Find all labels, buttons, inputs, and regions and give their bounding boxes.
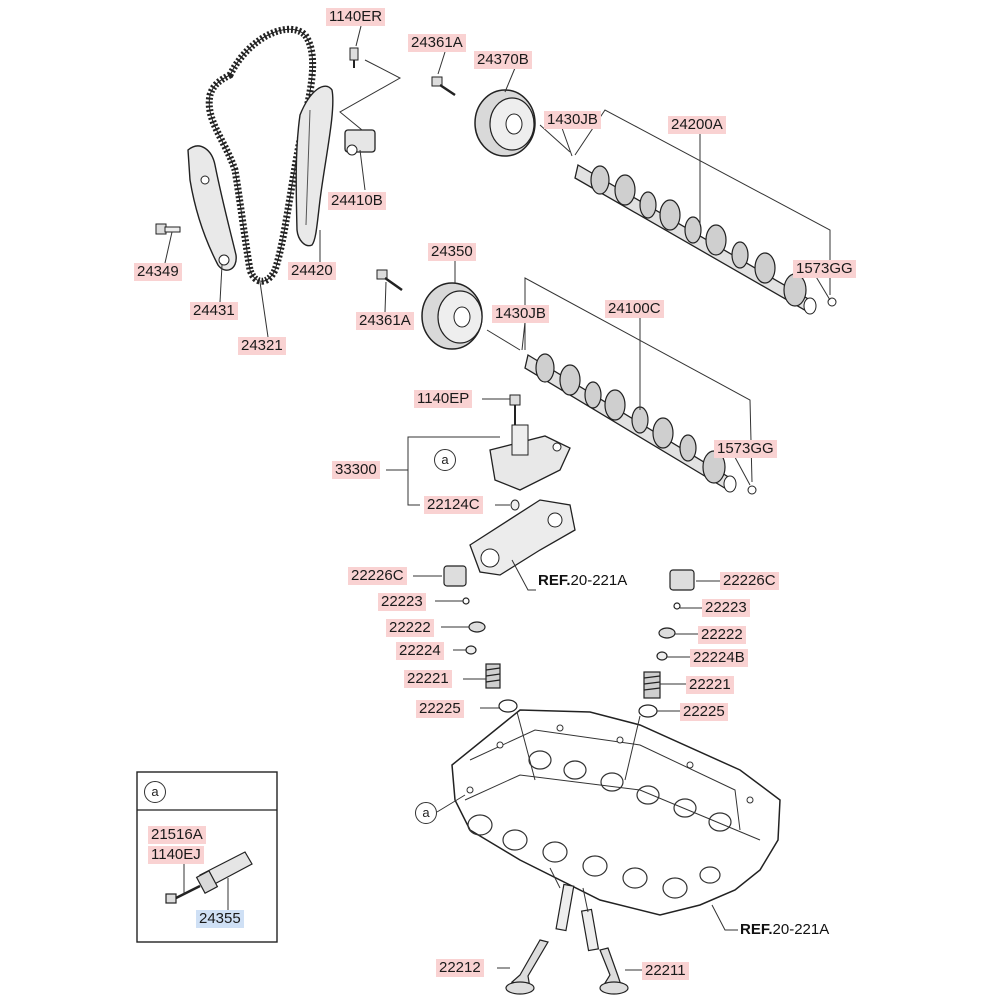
label-22226C-right[interactable]: 22226C xyxy=(720,572,779,590)
label-24370B[interactable]: 24370B xyxy=(474,51,532,69)
chain-guide xyxy=(295,85,334,247)
label-24431[interactable]: 24431 xyxy=(190,302,238,320)
label-22222-right[interactable]: 22222 xyxy=(698,626,746,644)
cam-bearing-cap xyxy=(469,499,576,576)
ref-leader-bottom xyxy=(711,904,738,931)
ref-bottom-prefix: REF. xyxy=(740,921,773,938)
label-24321[interactable]: 24321 xyxy=(238,337,286,355)
ref-bottom-number: 20-221A xyxy=(772,921,830,938)
label-1573GG-top[interactable]: 1573GG xyxy=(793,260,856,278)
camshaft-upper-bracket-lines xyxy=(539,109,831,295)
camshaft-upper xyxy=(574,163,837,315)
valvetrain-right xyxy=(638,569,695,718)
label-22212[interactable]: 22212 xyxy=(436,959,484,977)
callout-a-head[interactable]: a xyxy=(415,802,437,824)
label-21516A[interactable]: 21516A xyxy=(148,826,206,844)
cylinder-head xyxy=(451,709,781,916)
label-22223-right[interactable]: 22223 xyxy=(702,599,750,617)
label-22211[interactable]: 22211 xyxy=(642,962,689,980)
label-1140EP[interactable]: 1140EP xyxy=(414,390,473,408)
label-22223-left[interactable]: 22223 xyxy=(378,593,426,611)
leader-lines xyxy=(164,25,831,971)
tensioner-bolt-24349 xyxy=(155,223,181,235)
label-1430JB-top[interactable]: 1430JB xyxy=(544,111,601,129)
chain-tensioner-arm xyxy=(187,145,237,271)
label-24361A-mid[interactable]: 24361A xyxy=(356,312,414,330)
label-22225-right[interactable]: 22225 xyxy=(680,703,728,721)
label-33300[interactable]: 33300 xyxy=(332,461,380,479)
cam-sprocket-upper xyxy=(431,76,536,157)
label-22221-left[interactable]: 22221 xyxy=(404,670,452,688)
callout-a-detail-box: a xyxy=(144,781,166,803)
ocv-sensor-24355 xyxy=(165,851,253,904)
ref-mid-prefix: REF. xyxy=(538,572,571,589)
exhaust-valve-22211 xyxy=(580,908,629,995)
callout-a-ocv[interactable]: a xyxy=(434,449,456,471)
intake-valve-22212 xyxy=(505,883,575,995)
label-22222-left[interactable]: 22222 xyxy=(386,619,434,637)
label-24200A[interactable]: 24200A xyxy=(668,116,726,134)
label-24355[interactable]: 24355 xyxy=(196,910,244,928)
label-24410B[interactable]: 24410B xyxy=(328,192,386,210)
chain-tensioner-assembly xyxy=(339,47,402,156)
label-22124C[interactable]: 22124C xyxy=(424,496,483,514)
oil-control-valve-33300 xyxy=(489,394,571,491)
label-1140EJ[interactable]: 1140EJ xyxy=(148,846,204,864)
label-22226C-left[interactable]: 22226C xyxy=(348,567,407,585)
label-1430JB-mid[interactable]: 1430JB xyxy=(492,305,549,323)
label-24350[interactable]: 24350 xyxy=(428,243,476,261)
label-24361A-top[interactable]: 24361A xyxy=(408,34,466,52)
label-1573GG-mid[interactable]: 1573GG xyxy=(714,440,777,458)
label-24420[interactable]: 24420 xyxy=(288,262,336,280)
valvetrain-left xyxy=(443,565,518,713)
label-22225-left[interactable]: 22225 xyxy=(416,700,464,718)
ref-label-bottom: REF.20-221A xyxy=(740,921,829,939)
ref-leader-mid xyxy=(511,559,536,591)
label-22224[interactable]: 22224 xyxy=(396,642,444,660)
label-22224B[interactable]: 22224B xyxy=(690,649,748,667)
camshaft-lower xyxy=(524,353,757,495)
label-24349[interactable]: 24349 xyxy=(134,263,182,281)
ref-mid-number: 20-221A xyxy=(570,572,628,589)
label-1140ER[interactable]: 1140ER xyxy=(326,8,386,26)
head-callout-leader xyxy=(436,794,466,813)
cam-sprocket-lower xyxy=(376,269,483,350)
ref-label-mid: REF.20-221A xyxy=(538,572,627,590)
filter-22124C xyxy=(510,499,520,511)
label-22221-right[interactable]: 22221 xyxy=(686,676,734,694)
timing-chain xyxy=(205,25,317,285)
label-24100C[interactable]: 24100C xyxy=(605,300,664,318)
